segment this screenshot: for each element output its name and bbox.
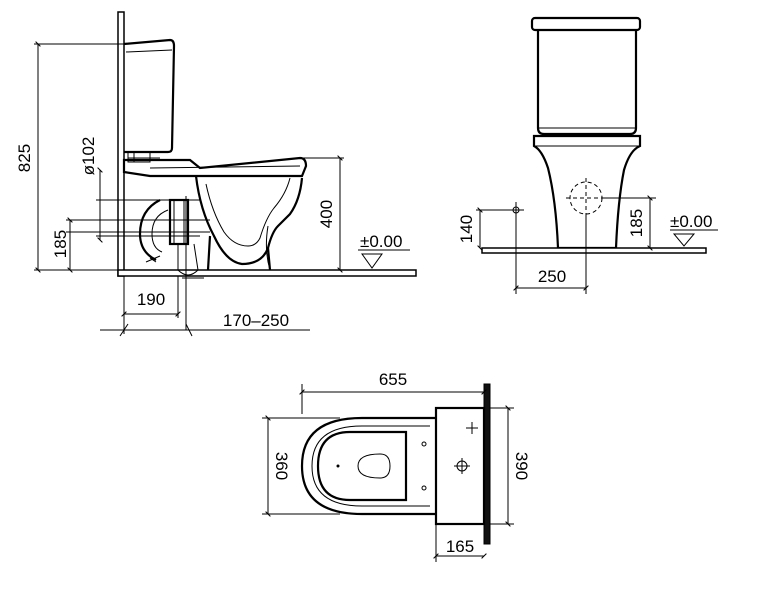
side-view: 825 ø102 185 400 ±0.00 190 xyxy=(15,11,417,337)
dim-655: 655 xyxy=(299,370,487,414)
front-view: 140 185 ±0.00 250 xyxy=(457,16,718,294)
tank-front xyxy=(530,16,642,136)
dim-400: 400 xyxy=(296,155,344,273)
dim-outlet-diameter: ø102 xyxy=(79,137,103,243)
floor-line xyxy=(117,269,417,277)
bowl-front xyxy=(532,134,642,250)
dim-185-side-label: 185 xyxy=(51,230,70,258)
trap-pipe xyxy=(138,198,204,279)
bowl-top xyxy=(300,416,436,516)
dim-190: 190 xyxy=(121,276,181,334)
top-view: 655 360 390 165 xyxy=(262,370,531,562)
dim-165-label: 165 xyxy=(446,537,474,556)
bowl-rim xyxy=(122,156,308,178)
dim-825: 825 xyxy=(15,41,124,273)
dim-825-label: 825 xyxy=(15,144,34,172)
dim-390: 390 xyxy=(490,405,531,527)
dim-190-label: 190 xyxy=(137,290,165,309)
fixing-cross-top-2 xyxy=(454,458,470,474)
fixing-point-front xyxy=(508,202,524,218)
dim-170-250: 170–250 xyxy=(100,311,310,337)
dim-250-label: 250 xyxy=(538,267,566,286)
dim-140: 140 xyxy=(457,207,508,251)
dim-390-label: 390 xyxy=(512,452,531,480)
dim-165: 165 xyxy=(433,524,487,562)
floor-level-marker-front: ±0.00 xyxy=(670,212,718,247)
fixing-cross-top-1 xyxy=(466,422,478,434)
dim-655-label: 655 xyxy=(379,370,407,389)
bowl-inner xyxy=(205,177,291,247)
floor-level-marker-side: ±0.00 xyxy=(358,232,410,269)
bowl-opening xyxy=(316,430,408,502)
dim-170-250-label: 170–250 xyxy=(223,311,289,330)
floor-level-label-side: ±0.00 xyxy=(360,232,402,251)
dim-185-front-label: 185 xyxy=(627,209,646,237)
dim-360-label: 360 xyxy=(272,452,291,480)
seat-outline xyxy=(311,425,430,507)
dim-140-label: 140 xyxy=(457,215,476,243)
dim-400-label: 400 xyxy=(317,200,336,228)
dim-outlet-diameter-label: ø102 xyxy=(79,137,98,176)
pedestal xyxy=(206,235,272,271)
floor-level-label-front: ±0.00 xyxy=(670,212,712,231)
center-lines xyxy=(66,196,210,330)
cistern-side xyxy=(123,38,176,154)
water-area xyxy=(357,453,391,479)
tank-top xyxy=(434,406,486,526)
bowl-body xyxy=(194,175,304,266)
dim-360: 360 xyxy=(262,415,340,517)
dim-250: 250 xyxy=(513,214,589,294)
dim-185-front: 185 xyxy=(604,195,656,251)
dim-185-side: 185 xyxy=(51,217,73,273)
